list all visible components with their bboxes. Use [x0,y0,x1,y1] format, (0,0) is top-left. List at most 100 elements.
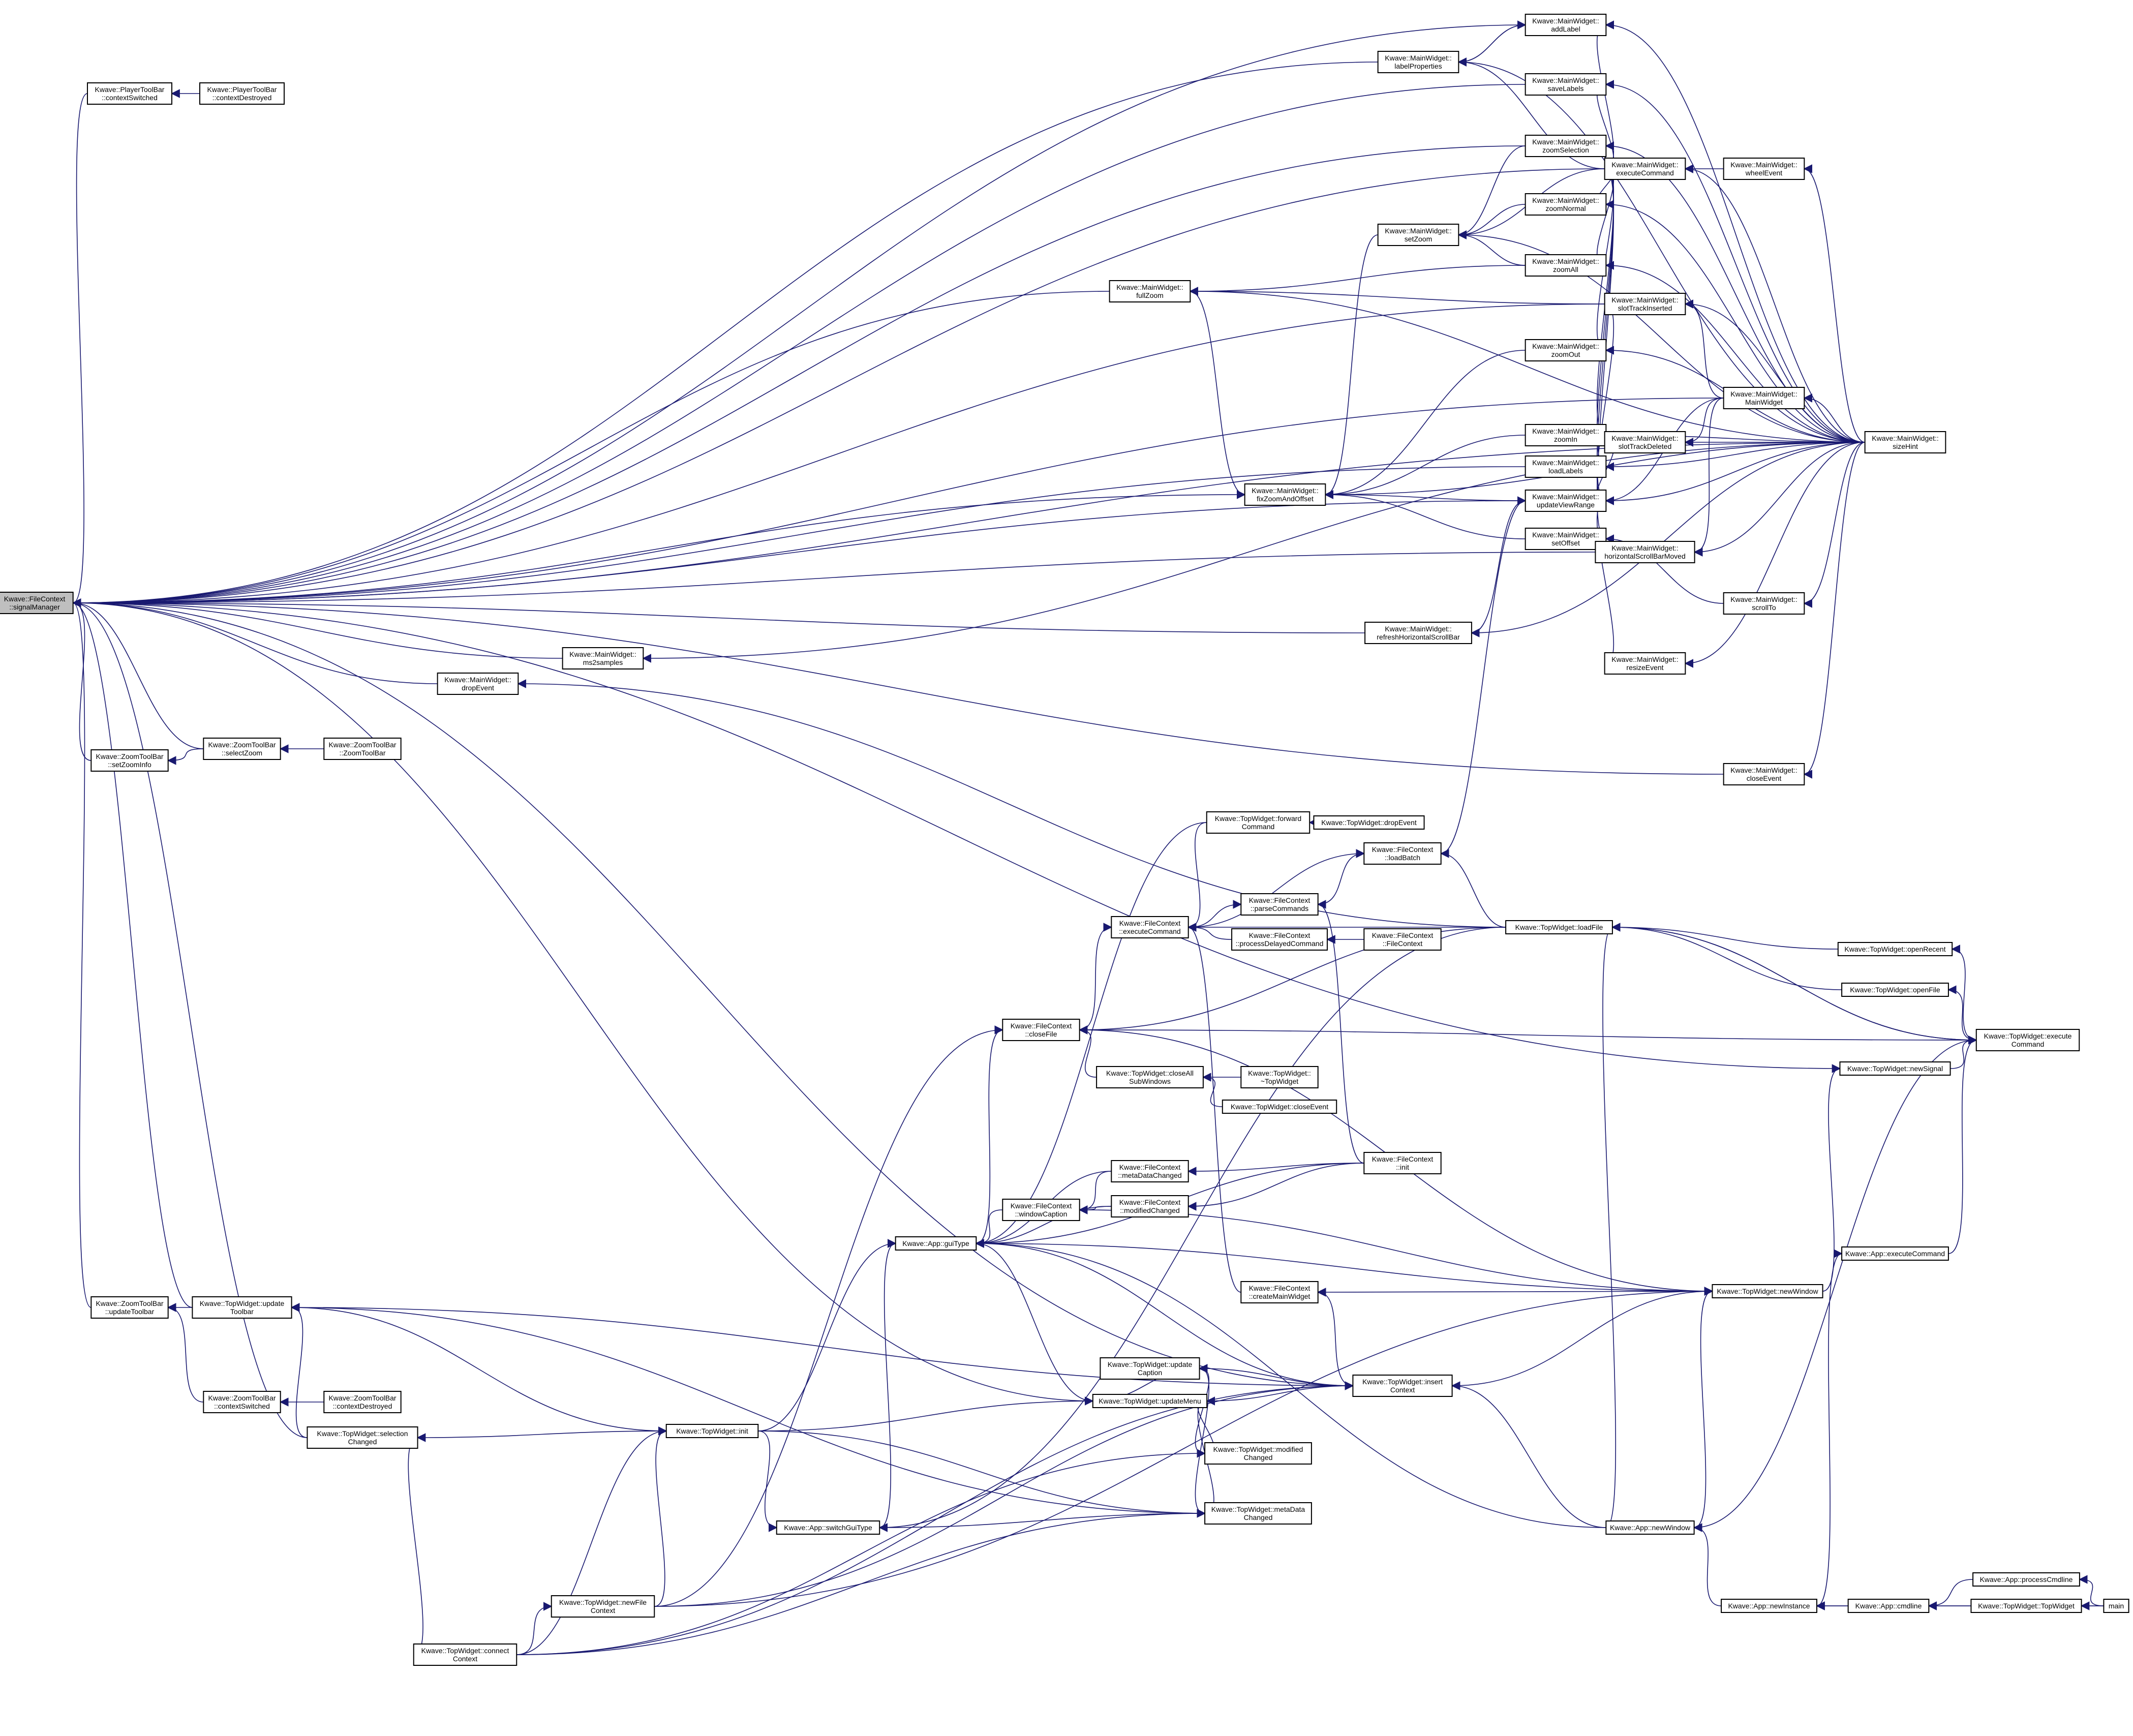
node-mw-zoomOut[interactable]: Kwave::MainWidget::zoomOut [1525,339,1607,361]
node-box [2103,1599,2129,1613]
node-box [1837,942,1953,956]
node-tw-dtor[interactable]: Kwave::TopWidget::~TopWidget [1240,1066,1319,1088]
node-mw-wheel[interactable]: Kwave::MainWidget::wheelEvent [1723,158,1805,180]
node-mw-updViewRange[interactable]: Kwave::MainWidget::updateViewRange [1525,490,1607,512]
node-fc-winCaption[interactable]: Kwave::FileContext::windowCaption [1002,1199,1080,1221]
node-mw-setZoom[interactable]: Kwave::MainWidget::setZoom [1377,224,1459,246]
node-label: Kwave::TopWidget::openRecent [1844,945,1945,953]
node-mw-scrollTo[interactable]: Kwave::MainWidget::scrollTo [1723,592,1805,615]
node-box [1525,339,1607,361]
node-label: ms2samples [583,658,623,666]
node-box [90,749,169,772]
node-ztb-ctxDestroyed[interactable]: Kwave::ZoomToolBar::contextDestroyed [323,1391,402,1413]
node-mw-execCmd[interactable]: Kwave::MainWidget::executeCommand [1604,158,1686,180]
node-label: Kwave::TopWidget::execute [1984,1032,2072,1040]
node-mw-refreshHS[interactable]: Kwave::MainWidget::refreshHorizontalScro… [1364,622,1472,644]
node-fc-createMW[interactable]: Kwave::FileContext::createMainWidget [1240,1281,1319,1303]
node-app-switchGui[interactable]: Kwave::App::switchGuiType [776,1520,880,1535]
node-main[interactable]: main [2103,1599,2129,1613]
node-fc-ctor[interactable]: Kwave::FileContext::FileContext [1363,928,1442,951]
node-ztb-ctor[interactable]: Kwave::ZoomToolBar::ZoomToolBar [323,738,402,760]
node-tw-dropEvent[interactable]: Kwave::TopWidget::dropEvent [1313,815,1425,830]
node-tw-metaChanged[interactable]: Kwave::TopWidget::metaDataChanged [1204,1502,1312,1525]
node-mw-loadLabels[interactable]: Kwave::MainWidget::loadLabels [1525,455,1607,478]
node-ptb-cd[interactable]: Kwave::PlayerToolBar::contextDestroyed [199,82,285,105]
node-mw-zoomAll[interactable]: Kwave::MainWidget::zoomAll [1525,254,1607,277]
node-label: loadLabels [1548,467,1583,475]
node-tw-updToolbar[interactable]: Kwave::TopWidget::updateToolbar [192,1296,292,1319]
node-tw-openFile[interactable]: Kwave::TopWidget::openFile [1841,983,1949,997]
edge-tw-fwdCmd-to-fc-execCmd [1187,822,1207,932]
node-tw-newWindow[interactable]: Kwave::TopWidget::newWindow [1712,1284,1823,1298]
node-label: Kwave::MainWidget:: [444,676,511,684]
node-fc-metaChanged[interactable]: Kwave::FileContext::metaDataChanged [1111,1160,1189,1182]
edge-mw-labelProps-to-root [72,62,1378,607]
node-tw-execCmd[interactable]: Kwave::TopWidget::executeCommand [1975,1029,2080,1051]
node-app-cmdline[interactable]: Kwave::App::cmdline [1847,1599,1930,1613]
node-mw-fullZoom[interactable]: Kwave::MainWidget::fullZoom [1109,280,1191,302]
node-fc-init[interactable]: Kwave::FileContext::init [1363,1152,1442,1174]
node-tw-loadFile[interactable]: Kwave::TopWidget::loadFile [1505,920,1613,934]
node-box [1723,763,1805,785]
node-tw-init[interactable]: Kwave::TopWidget::init [665,1424,759,1438]
node-app-guiType[interactable]: Kwave::App::guiType [895,1236,977,1251]
node-tw-closeEvent[interactable]: Kwave::TopWidget::closeEvent [1222,1100,1337,1114]
node-mw-zoomIn[interactable]: Kwave::MainWidget::zoomIn [1525,424,1607,446]
node-fc-parseCmds[interactable]: Kwave::FileContext::parseCommands [1240,893,1319,916]
node-tw-ctor[interactable]: Kwave::TopWidget::TopWidget [1970,1599,2082,1613]
node-ztb-updToolbar[interactable]: Kwave::ZoomToolBar::updateToolbar [90,1296,169,1319]
edge-tw-execCmd-to-tw-openRecent [1951,945,1976,1041]
node-tw-updMenu[interactable]: Kwave::TopWidget::updateMenu [1092,1394,1208,1408]
node-mw-ctor[interactable]: Kwave::MainWidget::MainWidget [1723,387,1805,409]
node-label: ::FileContext [1383,939,1423,948]
node-mw-dropEvent[interactable]: Kwave::MainWidget::dropEvent [437,673,519,695]
node-box [1604,652,1686,675]
node-ztb-ctxSwitched[interactable]: Kwave::ZoomToolBar::contextSwitched [203,1391,281,1413]
node-mw-closeEvent[interactable]: Kwave::MainWidget::closeEvent [1723,763,1805,785]
node-mw-ms2samples[interactable]: Kwave::MainWidget::ms2samples [562,647,644,669]
node-mw-addLabel[interactable]: Kwave::MainWidget::addLabel [1525,14,1607,36]
node-mw-sizeHint[interactable]: Kwave::MainWidget::sizeHint [1864,431,1946,453]
node-fc-closeFile[interactable]: Kwave::FileContext::closeFile [1002,1019,1080,1041]
node-mw-zoomSel[interactable]: Kwave::MainWidget::zoomSelection [1525,135,1607,157]
node-mw-zoomNormal[interactable]: Kwave::MainWidget::zoomNormal [1525,193,1607,216]
node-root[interactable]: Kwave::FileContext::signalManager [0,592,74,614]
node-box [1864,431,1946,453]
node-mw-labelProps[interactable]: Kwave::MainWidget::labelProperties [1377,51,1459,73]
node-fc-execCmd[interactable]: Kwave::FileContext::executeCommand [1111,916,1189,938]
node-ptb-cs[interactable]: Kwave::PlayerToolBar::contextSwitched [87,82,172,105]
node-app-execCmd[interactable]: Kwave::App::executeCommand [1841,1246,1949,1261]
edge-ztb-selectZoom-to-root [72,598,204,749]
node-label: zoomSelection [1542,146,1589,154]
node-mw-setOffset[interactable]: Kwave::MainWidget::setOffset [1525,528,1607,550]
node-fc-modChanged[interactable]: Kwave::FileContext::modifiedChanged [1111,1195,1189,1217]
node-tw-openRecent[interactable]: Kwave::TopWidget::openRecent [1837,942,1953,956]
edge-mw-sizeHint-to-mw-ctor [1803,393,1865,443]
node-mw-saveLabels[interactable]: Kwave::MainWidget::saveLabels [1525,73,1607,96]
node-mw-resize[interactable]: Kwave::MainWidget::resizeEvent [1604,652,1686,675]
node-fc-procDelayed[interactable]: Kwave::FileContext::processDelayedComman… [1231,928,1328,951]
node-ztb-setZoomInfo[interactable]: Kwave::ZoomToolBar::setZoomInfo [90,749,169,772]
edge-mw-sizeHint-to-mw-fullZoom [1189,287,1865,443]
node-mw-fixZoom[interactable]: Kwave::MainWidget::fixZoomAndOffset [1244,483,1326,506]
node-mw-hscroll[interactable]: Kwave::MainWidget::horizontalScrollBarMo… [1595,541,1695,563]
node-app-newInstance[interactable]: Kwave::App::newInstance [1721,1599,1817,1613]
node-app-procCmdline[interactable]: Kwave::App::processCmdline [1972,1572,2080,1587]
node-tw-modChanged[interactable]: Kwave::TopWidget::modifiedChanged [1204,1442,1312,1465]
node-box [895,1236,977,1251]
node-mw-slotTrackDel[interactable]: Kwave::MainWidget::slotTrackDeleted [1604,431,1686,453]
node-mw-slotTrackIns[interactable]: Kwave::MainWidget::slotTrackInserted [1604,293,1686,315]
node-fc-loadBatch[interactable]: Kwave::FileContext::loadBatch [1363,842,1442,865]
node-ztb-selectZoom[interactable]: Kwave::ZoomToolBar::selectZoom [203,738,281,760]
node-app-newWindow[interactable]: Kwave::App::newWindow [1605,1520,1695,1535]
node-box [1364,622,1472,644]
node-tw-newSignal[interactable]: Kwave::TopWidget::newSignal [1839,1061,1951,1076]
